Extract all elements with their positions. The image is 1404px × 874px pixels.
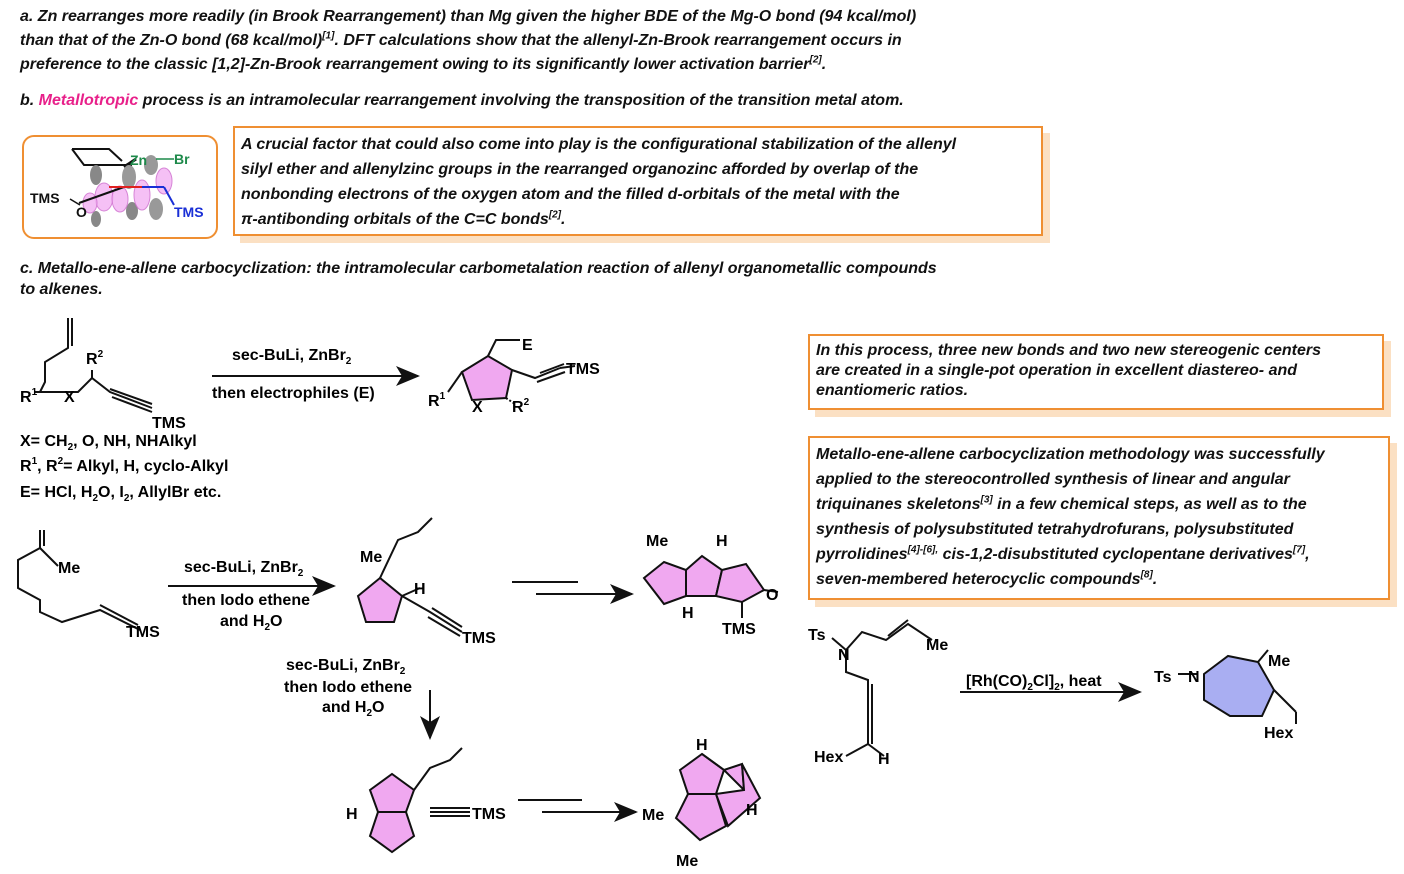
- svg-text:X: X: [472, 399, 483, 416]
- svg-text:sec-BuLi, ZnBr2: sec-BuLi, ZnBr2: [286, 657, 406, 677]
- sm1-chain: [39, 318, 69, 393]
- svg-text:R2: R2: [512, 397, 530, 416]
- section-a-line1: a. Zn rearranges more readily (in Brook …: [20, 8, 917, 25]
- svg-text:sec-BuLi, ZnBr2: sec-BuLi, ZnBr2: [232, 347, 352, 367]
- methodology-note-box: Metallo-ene-allene carbocyclization meth…: [808, 436, 1390, 600]
- svg-text:H: H: [746, 802, 758, 819]
- svg-text:Me: Me: [676, 853, 698, 870]
- svg-text:and H2O: and H2O: [322, 699, 384, 719]
- linear-ring-1: [642, 560, 687, 606]
- svg-text:N: N: [838, 647, 850, 664]
- svg-text:R1: R1: [20, 387, 38, 406]
- svg-text:Hex: Hex: [814, 749, 843, 766]
- product1-ring: [460, 354, 514, 402]
- bicyclic-ring-2: [368, 811, 416, 854]
- svg-text:Me: Me: [642, 807, 664, 824]
- section-a-line2: than that of the Zn-O bond (68 kcal/mol)…: [20, 30, 902, 49]
- svg-text:then Iodo ethene: then Iodo ethene: [284, 679, 412, 696]
- svg-text:Ts: Ts: [808, 627, 826, 644]
- angular-ring-3: [714, 763, 762, 828]
- x-label: X: [64, 389, 75, 406]
- svg-text:R2: R2: [86, 349, 104, 368]
- svg-text:H: H: [878, 751, 890, 768]
- svg-text:H: H: [346, 806, 358, 823]
- o-label: O: [76, 204, 87, 220]
- zn-label: Zn: [130, 152, 147, 168]
- linear-ring-2: [685, 554, 724, 597]
- svg-text:H: H: [696, 737, 708, 754]
- svg-text:TMS: TMS: [126, 624, 160, 641]
- svg-text:Me: Me: [360, 549, 382, 566]
- svg-text:R1, R2= Alkyl, H, cyclo-Alkyl: R1, R2= Alkyl, H, cyclo-Alkyl: [20, 456, 228, 475]
- bicyclic-ring-1: [368, 772, 416, 813]
- section-a-text: a. Zn rearranges more readily (in Brook …: [20, 5, 1100, 77]
- svg-text:X= CH2, O, NH, NHAlkyl: X= CH2, O, NH, NHAlkyl: [20, 433, 197, 453]
- svg-text:sec-BuLi, ZnBr2: sec-BuLi, ZnBr2: [184, 559, 304, 579]
- intermediate-ring: [356, 576, 404, 623]
- pink-lobe: [155, 167, 173, 195]
- metallotropic-term: Metallotropic: [38, 92, 139, 109]
- svg-text:Ts: Ts: [1154, 669, 1172, 686]
- sm1-tms: TMS: [152, 415, 186, 432]
- ref-1: [1]: [322, 30, 335, 42]
- grey-lobe: [149, 198, 163, 220]
- svg-text:then Iodo ethene: then Iodo ethene: [182, 592, 310, 609]
- pink-lobe: [133, 179, 151, 211]
- br-label: Br: [174, 151, 190, 167]
- svg-text:N: N: [1188, 669, 1200, 686]
- prod1-tms: TMS: [566, 361, 600, 378]
- section-b-text: b. Metallotropic process is an intramole…: [20, 92, 904, 109]
- svg-text:TMS: TMS: [472, 806, 506, 823]
- tms-left-label: TMS: [30, 190, 60, 206]
- section-a-line3: preference to the classic [1,2]-Zn-Brook…: [20, 54, 827, 73]
- svg-text:O: O: [766, 587, 778, 604]
- svg-text:[Rh(CO)2Cl]2, heat: [Rh(CO)2Cl]2, heat: [966, 673, 1102, 693]
- orbital-figure: Zn Br TMS O TMS: [22, 135, 218, 239]
- e-label: E: [522, 337, 533, 354]
- process-note-box: In this process, three new bonds and two…: [808, 334, 1384, 410]
- grey-lobe: [91, 211, 101, 227]
- grey-lobe: [122, 165, 136, 189]
- grey-lobe: [126, 202, 138, 220]
- reagent-electrophiles: then electrophiles (E): [212, 385, 375, 402]
- svg-text:TMS: TMS: [722, 621, 756, 638]
- grey-lobe: [90, 165, 102, 185]
- angular-ring-2: [674, 793, 728, 842]
- tms-right-label: TMS: [174, 204, 204, 220]
- svg-text:H: H: [682, 605, 694, 622]
- svg-text:TMS: TMS: [462, 630, 496, 647]
- svg-text:Me: Me: [58, 560, 80, 577]
- angular-ring-1: [678, 752, 726, 795]
- azepine-ring: [1203, 654, 1276, 717]
- orbital-note-box: A crucial factor that could also come in…: [233, 126, 1043, 236]
- grey-lobe: [144, 155, 158, 175]
- orbital-drawing: Zn Br TMS O TMS: [30, 148, 204, 227]
- svg-text:Hex: Hex: [1264, 725, 1293, 742]
- svg-text:H: H: [414, 581, 426, 598]
- svg-text:Me: Me: [646, 533, 668, 550]
- svg-text:Me: Me: [926, 637, 948, 654]
- linear-ring-3: [714, 562, 766, 604]
- ref-2: [2]: [809, 54, 822, 66]
- svg-text:E= HCl, H2O, I2, AllylBr etc.: E= HCl, H2O, I2, AllylBr etc.: [20, 484, 221, 504]
- svg-text:R1: R1: [428, 391, 446, 410]
- svg-text:H: H: [716, 533, 728, 550]
- svg-text:Me: Me: [1268, 653, 1290, 670]
- svg-text:and H2O: and H2O: [220, 613, 282, 633]
- section-c-text: c. Metallo-ene-allene carbocyclization: …: [20, 260, 937, 298]
